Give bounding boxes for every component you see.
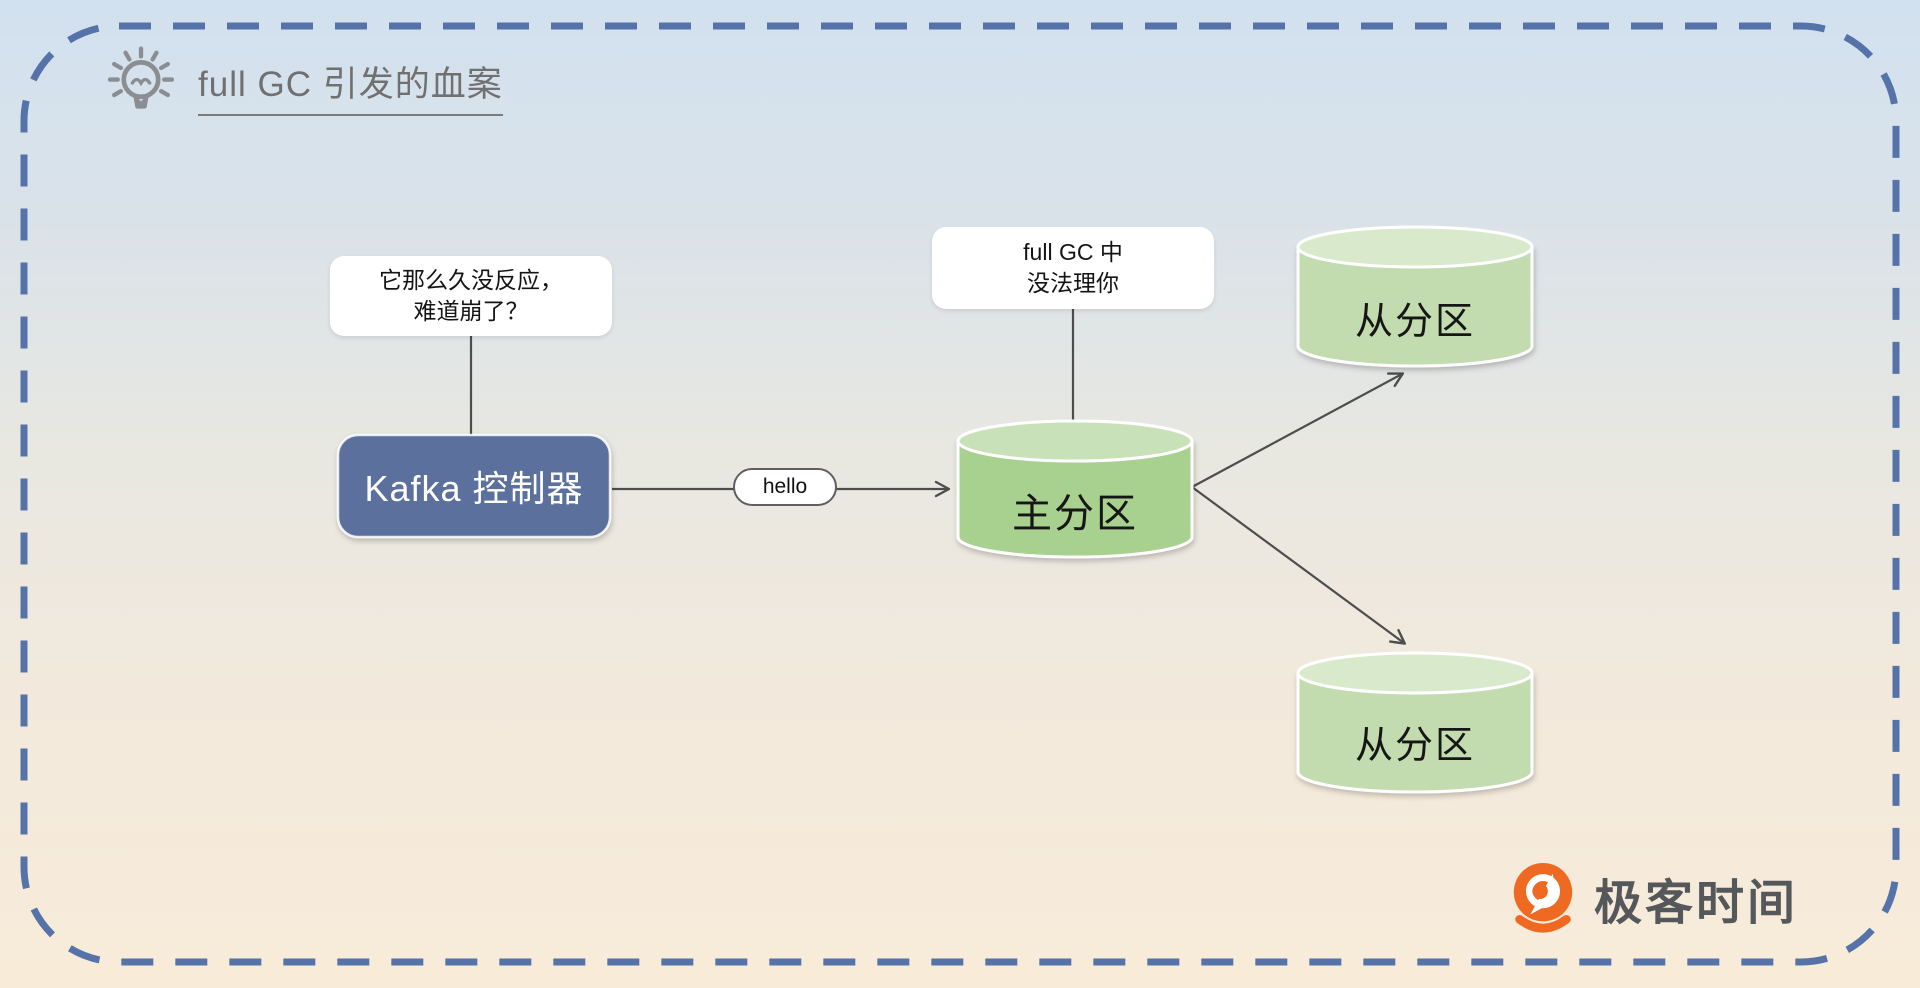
- controller-thought-line1: 它那么久没反应，: [379, 267, 563, 293]
- hello-message-pill: hello: [733, 468, 837, 506]
- brand-logo: 极客时间: [1506, 858, 1798, 938]
- follower-top-cylinder-body: [1296, 245, 1534, 368]
- arrow-leader-to-follower-top: [1191, 372, 1405, 488]
- arrow-leader-to-follower-bottom: [1191, 486, 1407, 645]
- geektime-logo-icon: [1513, 862, 1573, 933]
- brand-name: 极客时间: [1594, 877, 1799, 930]
- page-title: full GC 引发的血案: [198, 56, 503, 116]
- controller-thought-bubble: 它那么久没反应， 难道崩了？: [330, 256, 612, 336]
- controller-thought-line2: 难道崩了？: [413, 298, 529, 324]
- follower-partition-bottom-label: 从分区: [1354, 724, 1475, 767]
- leader-thought-bubble: full GC 中 没法理你: [932, 227, 1214, 309]
- leader-partition-cylinder: [956, 419, 1194, 559]
- follower-bottom-cylinder-top: [1296, 651, 1534, 695]
- leader-cylinder-body: [956, 439, 1194, 559]
- leader-thought-line2: 没法理你: [1027, 270, 1119, 296]
- lightbulb-icon: [107, 46, 175, 109]
- follower-top-cylinder: [1296, 225, 1534, 368]
- leader-thought-line1: full GC 中: [1023, 239, 1123, 265]
- follower-top-cylinder-top: [1296, 225, 1534, 269]
- leader-cylinder-top: [956, 419, 1194, 463]
- leader-partition-label: 主分区: [1012, 492, 1138, 536]
- follower-partition-top-label: 从分区: [1354, 300, 1475, 343]
- controller-node-label: Kafka 控制器: [364, 468, 584, 509]
- dashed-border-frame: [20, 22, 1900, 966]
- slide-header: full GC 引发的血案: [98, 40, 503, 126]
- controller-node-shape: [336, 433, 612, 539]
- follower-bottom-cylinder: [1296, 651, 1534, 794]
- follower-bottom-cylinder-body: [1296, 671, 1534, 794]
